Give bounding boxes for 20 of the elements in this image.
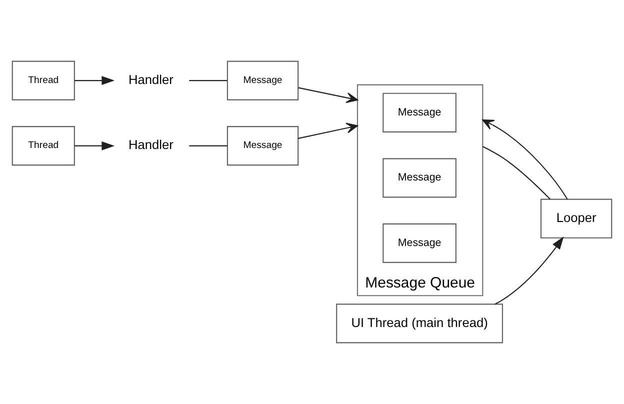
connector	[189, 145, 228, 146]
arrow	[298, 87, 358, 104]
node-box: Message	[382, 92, 456, 132]
node-box: Looper	[540, 198, 612, 238]
node-box: Thread	[12, 60, 75, 100]
connector	[482, 146, 550, 200]
node-text: Handler	[128, 137, 174, 152]
connector	[189, 80, 228, 82]
arrow	[298, 122, 358, 139]
node-box: Message	[382, 223, 456, 263]
arrow	[494, 236, 564, 305]
node-box: UI Thread (main thread)	[336, 304, 504, 344]
node-box: Message	[226, 126, 299, 166]
node-text: Handler	[128, 72, 174, 87]
node-box: Message	[226, 60, 299, 100]
arrow	[482, 119, 568, 200]
arrow	[74, 141, 115, 150]
node-box: Thread	[12, 126, 75, 166]
arrow	[74, 76, 115, 86]
node-box: Message	[382, 158, 456, 198]
